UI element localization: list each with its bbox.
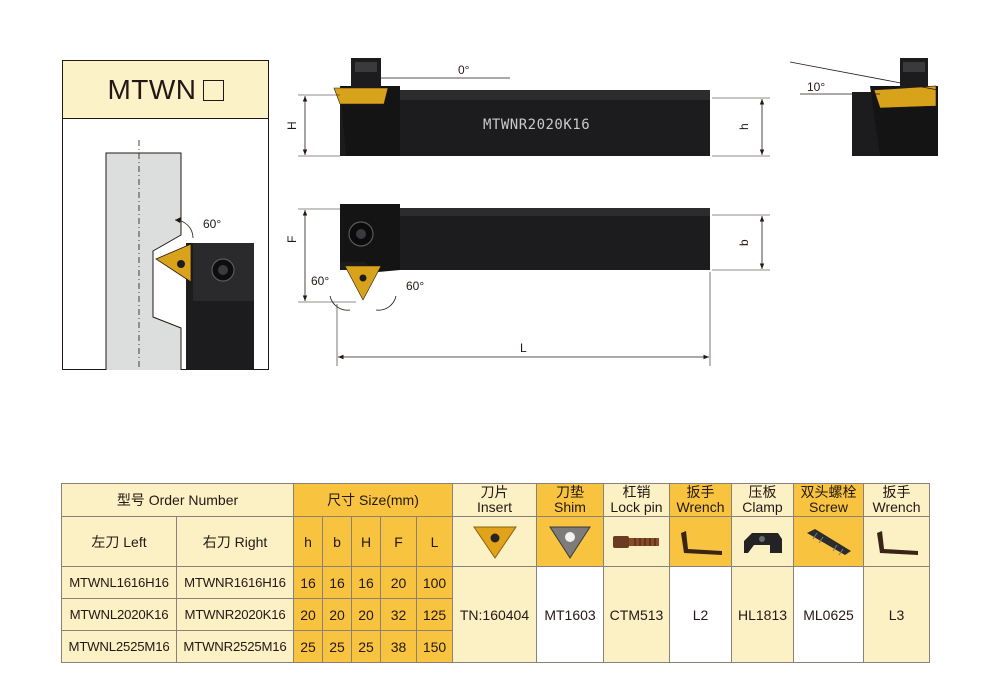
placeholder-box-icon	[202, 80, 224, 101]
size-H: 25	[351, 630, 381, 663]
table-row: MTWNL2525M16 MTWNR2525M16 25 25 25 38 15…	[61, 630, 930, 663]
schematic-panel: MTWN 60°	[62, 60, 269, 370]
size-L: 150	[416, 630, 453, 663]
part-cn: 刀垫	[556, 484, 584, 500]
clamp-value: HL1813	[731, 566, 794, 663]
plan-view: F b 60° 60° L	[285, 204, 770, 366]
size-F: 38	[380, 630, 417, 663]
left-header: 左刀 Left	[61, 516, 177, 567]
size-col-L: L	[416, 516, 453, 567]
angle-0-label: 0°	[458, 63, 470, 77]
part-en: Wrench	[676, 499, 725, 515]
part-en: Screw	[809, 499, 848, 515]
angle-60-left-label: 60°	[311, 274, 329, 288]
table-row: MTWNL1616H16 MTWNR1616H16 16 16 16 20 10…	[61, 566, 930, 663]
lock-pin-value: CTM513	[603, 566, 670, 663]
dim-L-label: L	[520, 341, 527, 355]
clamp-image-cell	[731, 516, 794, 567]
size-H: 20	[351, 598, 381, 631]
part-en: Clamp	[742, 499, 783, 515]
size-L: 100	[416, 566, 453, 599]
size-h: 25	[293, 630, 323, 663]
hex-wrench-icon	[876, 530, 918, 555]
shank-engraving: MTWNR2020K16	[483, 117, 590, 133]
size-header: 尺寸 Size(mm)	[293, 483, 453, 517]
size-F: 32	[380, 598, 417, 631]
screw-image-cell	[793, 516, 864, 567]
part-cn: 扳手	[686, 484, 715, 500]
part-cn: 刀片	[480, 484, 509, 500]
size-L: 125	[416, 598, 453, 631]
dim-h-label: h	[737, 123, 751, 130]
dim-F-label: F	[285, 236, 299, 243]
dim-b-label: b	[737, 239, 751, 246]
hex-wrench-icon	[680, 530, 722, 555]
right-part-number: MTWNR2020K16	[176, 598, 294, 631]
screw-value: ML0625	[793, 566, 864, 663]
part-en: Wrench	[872, 499, 921, 515]
size-col-b: b	[322, 516, 352, 567]
right-part-number: MTWNR1616H16	[176, 566, 294, 599]
size-col-F: F	[380, 516, 417, 567]
double-screw-icon	[806, 528, 851, 555]
lock-pin-icon	[612, 535, 659, 548]
panel-title-text: MTWN	[107, 73, 197, 105]
size-F: 20	[380, 566, 417, 599]
part-cn: 杠销	[622, 484, 651, 500]
size-b: 25	[322, 630, 352, 663]
size-b: 20	[322, 598, 352, 631]
right-header: 右刀 Right	[176, 516, 294, 567]
insert-value: TN:160404	[452, 566, 537, 663]
left-part-number: MTWNL2525M16	[61, 630, 177, 663]
size-b: 16	[322, 566, 352, 599]
table-row: MTWNL2020K16 MTWNR2020K16 20 20 20 32 12…	[61, 598, 930, 631]
wrench-1-value: L2	[669, 566, 732, 663]
panel-title: MTWN	[63, 61, 268, 119]
wrench-2-value: L3	[863, 566, 930, 663]
part-cn: 双头螺栓	[800, 484, 857, 500]
wrench-2-image-cell	[863, 516, 930, 567]
order-number-header: 型号 Order Number	[61, 483, 294, 517]
angle-60-right-label: 60°	[406, 279, 424, 293]
part-en: Lock pin	[610, 499, 663, 515]
size-h: 16	[293, 566, 323, 599]
triangle-insert-icon	[472, 526, 517, 559]
part-cn: 压板	[748, 484, 777, 500]
shim-image-cell	[536, 516, 604, 567]
dim-H-label: H	[285, 121, 299, 130]
clamp-icon	[743, 532, 782, 553]
insert-image-cell	[452, 516, 537, 567]
side-view: MTWNR2020K16 0° H h 10°	[285, 58, 939, 157]
triangle-shim-icon	[549, 526, 591, 559]
size-col-h: h	[293, 516, 323, 567]
schematic-drawing: 60°	[105, 140, 254, 370]
size-col-H: H	[351, 516, 381, 567]
left-part-number: MTWNL1616H16	[61, 566, 177, 599]
angle-10-label: 10°	[807, 80, 825, 94]
lock-pin-image-cell	[603, 516, 670, 567]
technical-drawings: MTWNR2020K16 0° H h 10°	[285, 58, 939, 366]
part-en: Shim	[554, 499, 586, 515]
shim-value: MT1603	[536, 566, 604, 663]
part-en: Insert	[476, 499, 512, 515]
left-part-number: MTWNL2020K16	[61, 598, 177, 631]
right-part-number: MTWNR2525M16	[176, 630, 294, 663]
wrench-1-image-cell	[669, 516, 732, 567]
panel-angle-label: 60°	[203, 217, 221, 231]
size-h: 20	[293, 598, 323, 631]
part-cn: 扳手	[882, 484, 911, 500]
size-H: 16	[351, 566, 381, 599]
